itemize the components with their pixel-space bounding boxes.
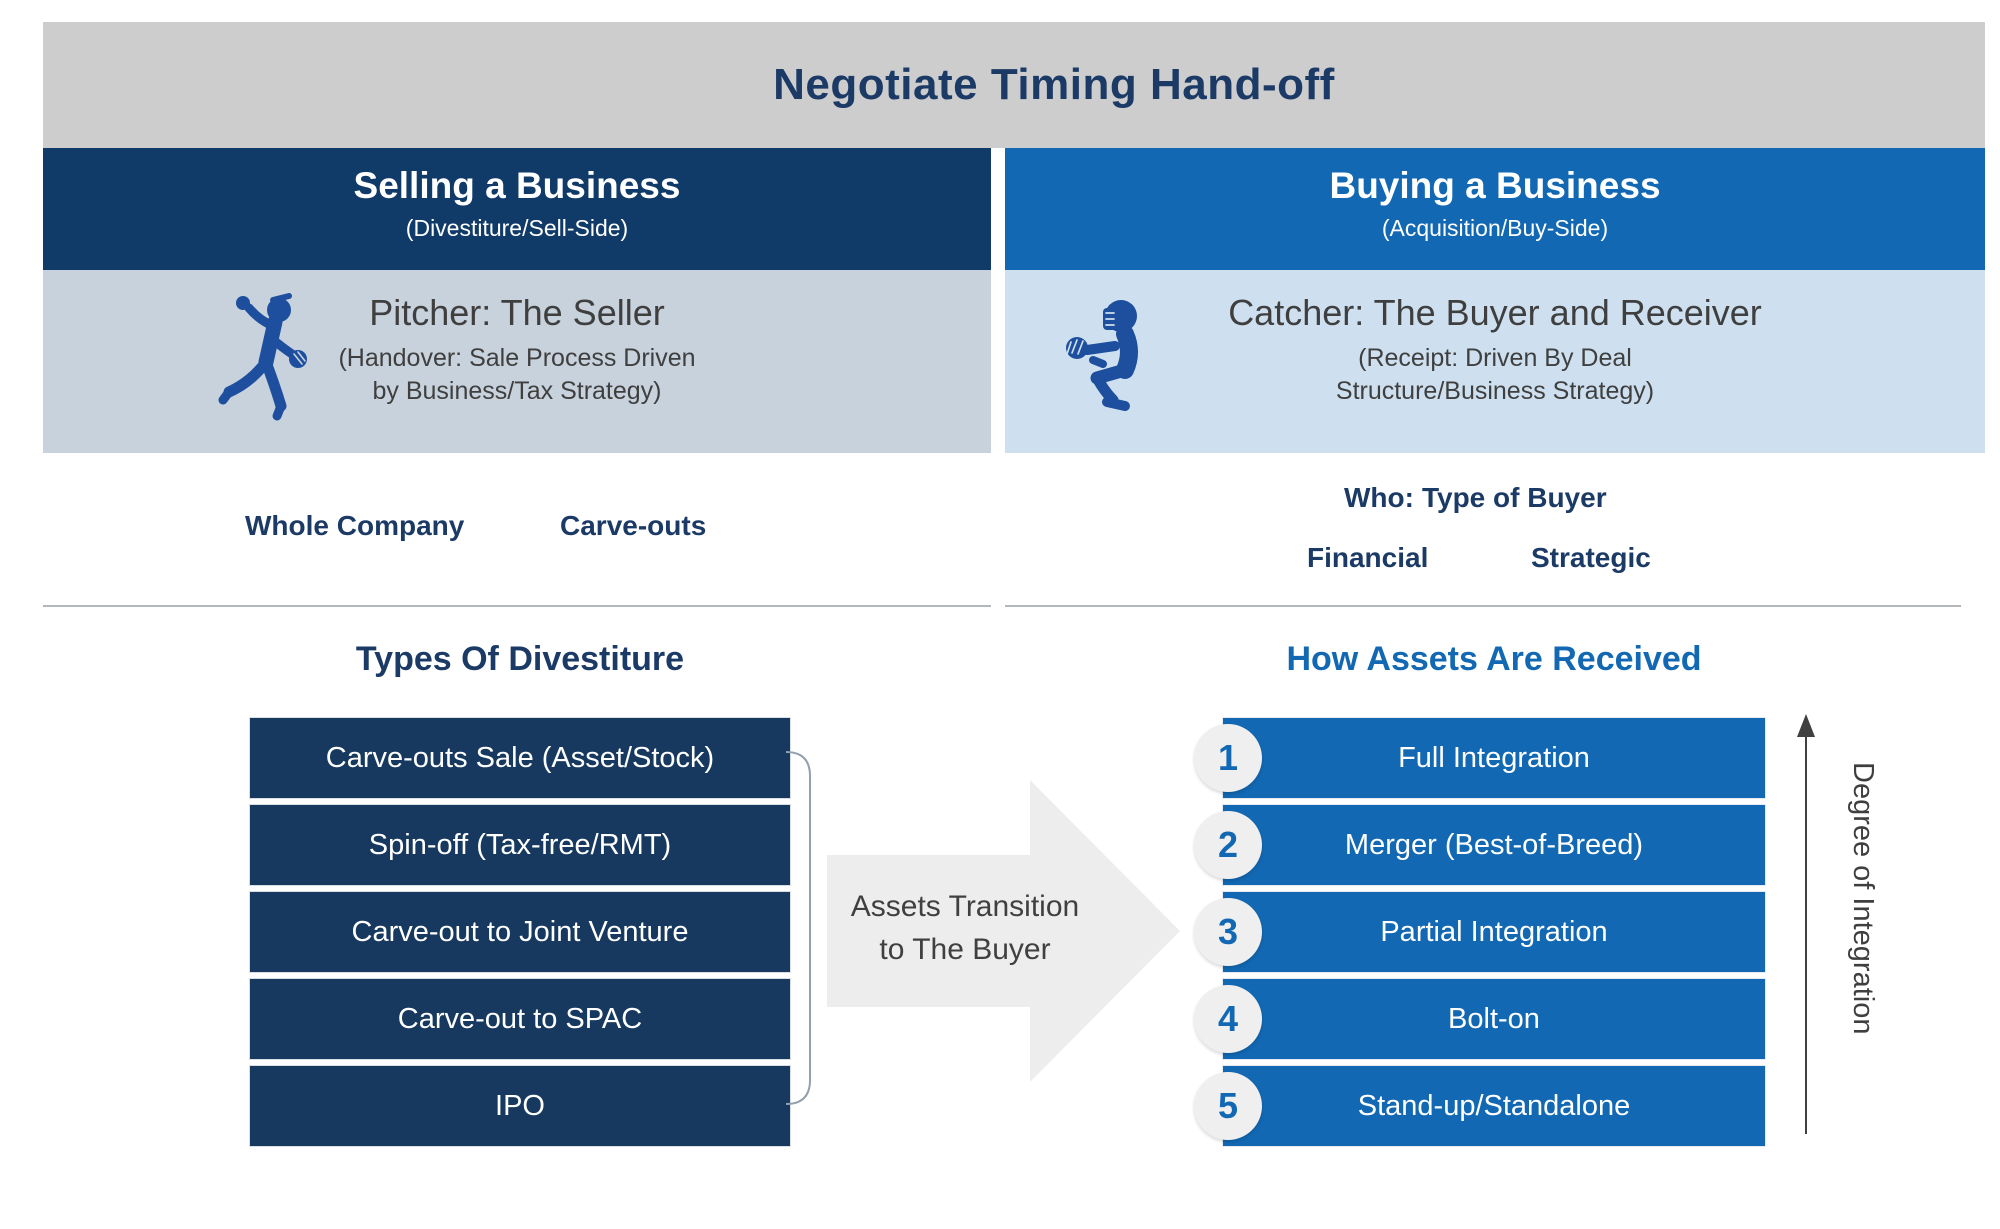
selling-header-block: Selling a Business (Divestiture/Sell-Sid…: [43, 148, 991, 270]
degree-of-integration-label: Degree of Integration: [1847, 762, 1879, 1035]
buyer-role-title: Catcher: The Buyer and Receiver: [1228, 292, 1762, 333]
divestiture-group-bracket: [785, 751, 811, 1105]
selling-subheader: (Divestiture/Sell-Side): [405, 215, 629, 241]
divestiture-bar-2: Spin-off (Tax-free/RMT): [250, 805, 790, 885]
step-circle-1: 1: [1194, 724, 1262, 792]
buyer-role-band: Catcher: The Buyer and Receiver (Receipt…: [1005, 270, 1985, 453]
received-section-title: How Assets Are Received: [1286, 640, 1702, 678]
received-bar-4: Bolt-on: [1223, 979, 1765, 1059]
received-bar-1: Full Integration: [1223, 718, 1765, 798]
baseball-catcher-icon: [1066, 300, 1138, 411]
received-bar-3: Partial Integration: [1223, 892, 1765, 972]
divestiture-section-title: Types Of Divestiture: [355, 640, 685, 678]
buyer-role-sub-line1: (Receipt: Driven By Deal: [1358, 344, 1632, 372]
received-bar-2: Merger (Best-of-Breed): [1223, 805, 1765, 885]
left-divider: [43, 605, 991, 607]
right-divider: [1005, 605, 1961, 607]
received-bar-5: Stand-up/Standalone: [1223, 1066, 1765, 1146]
step-circle-4: 4: [1194, 985, 1262, 1053]
transition-label: Assets Transition to The Buyer: [830, 885, 1100, 971]
who-label: Who:: [1344, 482, 1414, 513]
who-type-of-buyer: Who:Type of Buyer: [1344, 482, 1607, 514]
selling-header: Selling a Business: [353, 165, 681, 206]
buying-header: Buying a Business: [1329, 165, 1661, 206]
divestiture-bar-3: Carve-out to Joint Venture: [250, 892, 790, 972]
transition-label-line2: to The Buyer: [879, 933, 1051, 966]
step-circle-3: 3: [1194, 898, 1262, 966]
divestiture-bar-4: Carve-out to SPAC: [250, 979, 790, 1059]
title-bar: Negotiate Timing Hand-off: [43, 22, 1985, 148]
buying-subheader: (Acquisition/Buy-Side): [1381, 215, 1609, 241]
buyer-type-strategic: Strategic: [1531, 542, 1651, 573]
transition-label-line1: Assets Transition: [850, 890, 1080, 923]
who-text: Type of Buyer: [1421, 482, 1607, 513]
divestiture-bar-5: IPO: [250, 1066, 790, 1146]
step-circle-2: 2: [1194, 811, 1262, 879]
buyer-role-sub-line2: Structure/Business Strategy): [1335, 377, 1655, 405]
step-circle-5: 5: [1194, 1072, 1262, 1140]
seller-role-title: Pitcher: The Seller: [369, 292, 665, 333]
page-title: Negotiate Timing Hand-off: [773, 60, 1335, 109]
divestiture-bar-1: Carve-outs Sale (Asset/Stock): [250, 718, 790, 798]
right-arrow-icon: [827, 780, 1180, 1082]
buying-header-block: Buying a Business (Acquisition/Buy-Side): [1005, 148, 1985, 270]
buyer-type-financial: Financial: [1307, 542, 1429, 573]
seller-role-sub-line2: by Business/Tax Strategy): [372, 377, 662, 405]
baseball-pitcher-icon: [218, 293, 307, 421]
up-arrow-icon: [1797, 714, 1815, 1134]
seller-role-band: Pitcher: The Seller (Handover: Sale Proc…: [43, 270, 991, 453]
scope-option-carve-outs: Carve-outs: [560, 510, 707, 541]
seller-role-sub-line1: (Handover: Sale Process Driven: [338, 344, 696, 372]
scope-option-whole-company: Whole Company: [245, 510, 465, 541]
